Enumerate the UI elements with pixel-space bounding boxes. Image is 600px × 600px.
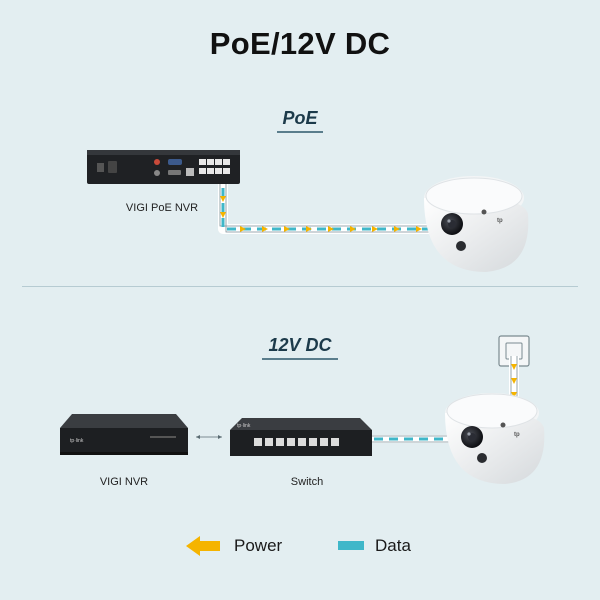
poe-cable — [218, 184, 436, 234]
poe-section-title: PoE — [282, 108, 318, 128]
switch-device: tp·link — [230, 418, 372, 456]
vigi-nvr-device: tp·link — [60, 414, 188, 455]
dc-section-title: 12V DC — [268, 335, 332, 355]
nvr-switch-link-arrow — [196, 435, 222, 439]
section-divider — [22, 286, 578, 287]
power-arrow-icon — [186, 536, 220, 556]
poe-nvr-label: VIGI PoE NVR — [125, 202, 199, 214]
dc-camera-device: tp — [445, 393, 545, 484]
legend-data-label: Data — [375, 536, 411, 555]
poe-nvr-device — [87, 150, 240, 184]
svg-text:tp: tp — [497, 218, 503, 224]
vigi-nvr-label: VIGI NVR — [99, 476, 149, 488]
legend-power-label: Power — [234, 536, 283, 555]
poe-title-underline — [277, 131, 323, 133]
poe-camera-device: tp — [424, 176, 529, 272]
dc-title-underline — [262, 358, 338, 360]
svg-text:tp·link: tp·link — [70, 438, 84, 444]
svg-text:tp·link: tp·link — [237, 423, 251, 429]
svg-text:tp: tp — [514, 432, 520, 438]
data-line-icon — [338, 541, 364, 550]
page-title: PoE/12V DC — [209, 26, 391, 61]
switch-label: Switch — [290, 476, 324, 488]
